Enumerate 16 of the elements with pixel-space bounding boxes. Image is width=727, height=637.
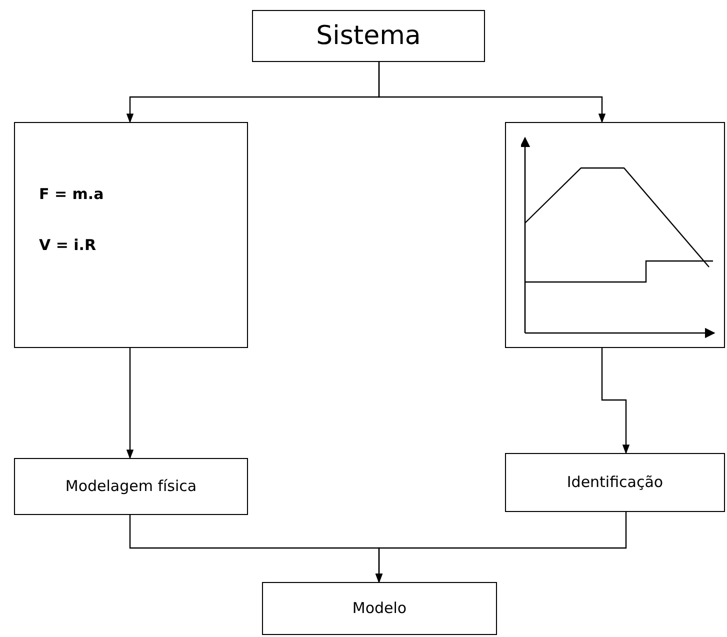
node-text: Modelagem física: [65, 476, 197, 498]
process-box: [262, 582, 497, 635]
equation-box: [14, 122, 248, 348]
node-text: Identificação: [566, 472, 664, 494]
node-text: F = m.a: [39, 184, 105, 205]
node-text: Modelo: [352, 598, 407, 620]
arrow: [601, 348, 630, 454]
arrow: [378, 62, 606, 124]
graph-box: [505, 122, 725, 348]
process-box: [14, 458, 248, 515]
node-text: V = i.R: [39, 234, 98, 256]
arrow: [375, 512, 627, 584]
arrow: [126, 348, 134, 460]
process-box: [505, 453, 725, 512]
node-text: Sistema: [316, 20, 421, 52]
process-box: [252, 10, 485, 62]
